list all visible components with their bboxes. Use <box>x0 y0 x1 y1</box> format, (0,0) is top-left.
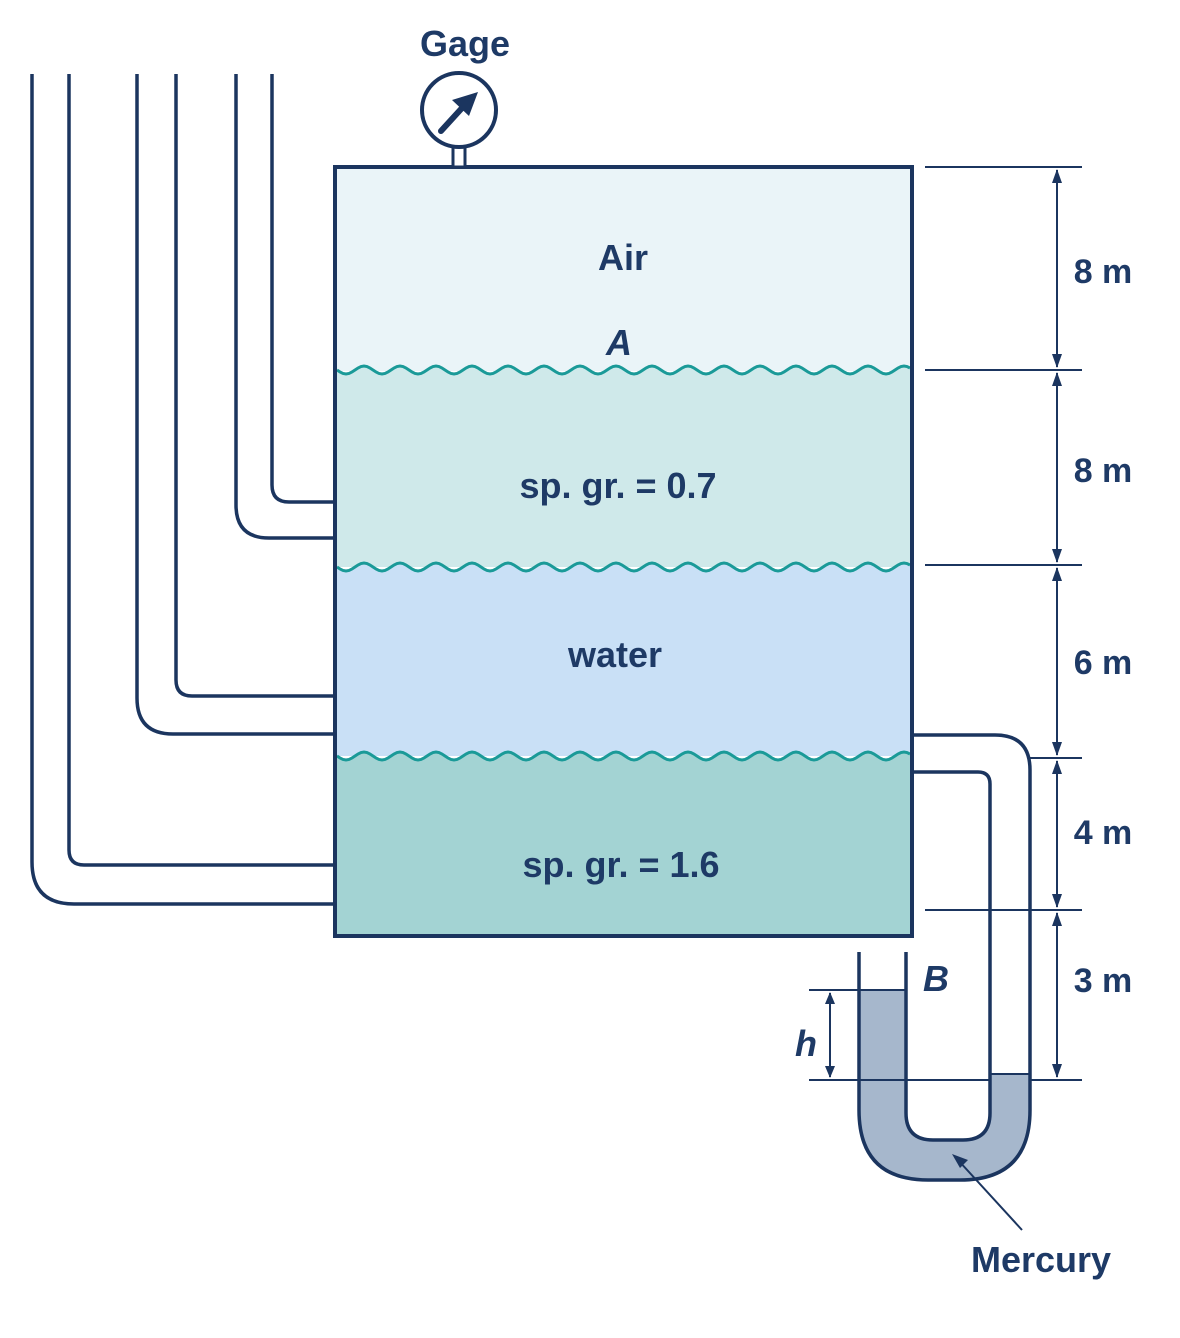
h-label: h <box>795 1023 817 1064</box>
heavy-liquid-layer <box>337 751 910 936</box>
mercury-leader-line <box>957 1159 1023 1231</box>
tube-heavy-outer <box>30 74 335 906</box>
left-piezometer-tubes <box>30 74 335 906</box>
h-arrow-top <box>825 992 835 1004</box>
dim-label-1: 8 m <box>1074 253 1133 291</box>
air-label: Air <box>598 237 648 278</box>
dim-4m-heavy: 4 m <box>1052 760 1132 908</box>
manometer-tube-inner <box>904 770 992 1142</box>
gage-label: Gage <box>420 23 510 64</box>
water-label: water <box>567 634 662 675</box>
tube-water-outer <box>135 74 335 736</box>
dim-label-2: 8 m <box>1074 452 1133 490</box>
dim-6m-water: 6 m <box>1052 567 1132 756</box>
mercury-label: Mercury <box>971 1239 1111 1280</box>
interface-oil-water <box>336 561 911 573</box>
mercury-leader-arrow <box>952 1154 968 1168</box>
tank-layers <box>335 167 912 936</box>
oil-label: sp. gr. = 0.7 <box>519 465 716 506</box>
interface-water-heavy <box>336 750 911 762</box>
point-b-label: B <box>923 958 949 999</box>
gage-arrow-head <box>452 92 478 116</box>
gage-stem <box>451 144 467 169</box>
water-layer <box>337 562 910 756</box>
dim-8m-oil: 8 m <box>1052 372 1132 563</box>
h-arrow-bottom <box>825 1066 835 1078</box>
mercury-manometer <box>857 733 1032 1182</box>
h-dimension: h <box>795 989 990 1081</box>
tube-heavy-inner <box>67 74 335 867</box>
dim-8m-top: 8 m <box>1052 169 1132 368</box>
dim-label-4: 4 m <box>1074 814 1133 852</box>
pressure-gage: Gage <box>420 23 510 169</box>
tube-water-inner <box>174 74 335 698</box>
point-a-label: A <box>605 322 632 363</box>
manometer-tube-outer <box>857 733 1032 1182</box>
oil-layer <box>337 366 910 567</box>
tube-oil-outer <box>234 74 335 540</box>
mercury-fill <box>859 990 1030 1180</box>
interface-air-oil <box>336 364 911 376</box>
dimension-chain: 8 m 8 m 6 m 4 m 3 m <box>925 166 1132 1081</box>
dim-3m-manometer: 3 m <box>1052 912 1132 1078</box>
tube-oil-inner <box>270 74 335 504</box>
air-layer <box>335 167 912 371</box>
heavy-liquid-label: sp. gr. = 1.6 <box>522 844 719 885</box>
dim-label-3: 6 m <box>1074 644 1133 682</box>
gage-needle <box>438 105 465 134</box>
dim-label-5: 3 m <box>1074 962 1133 1000</box>
tank-outline <box>333 165 914 938</box>
